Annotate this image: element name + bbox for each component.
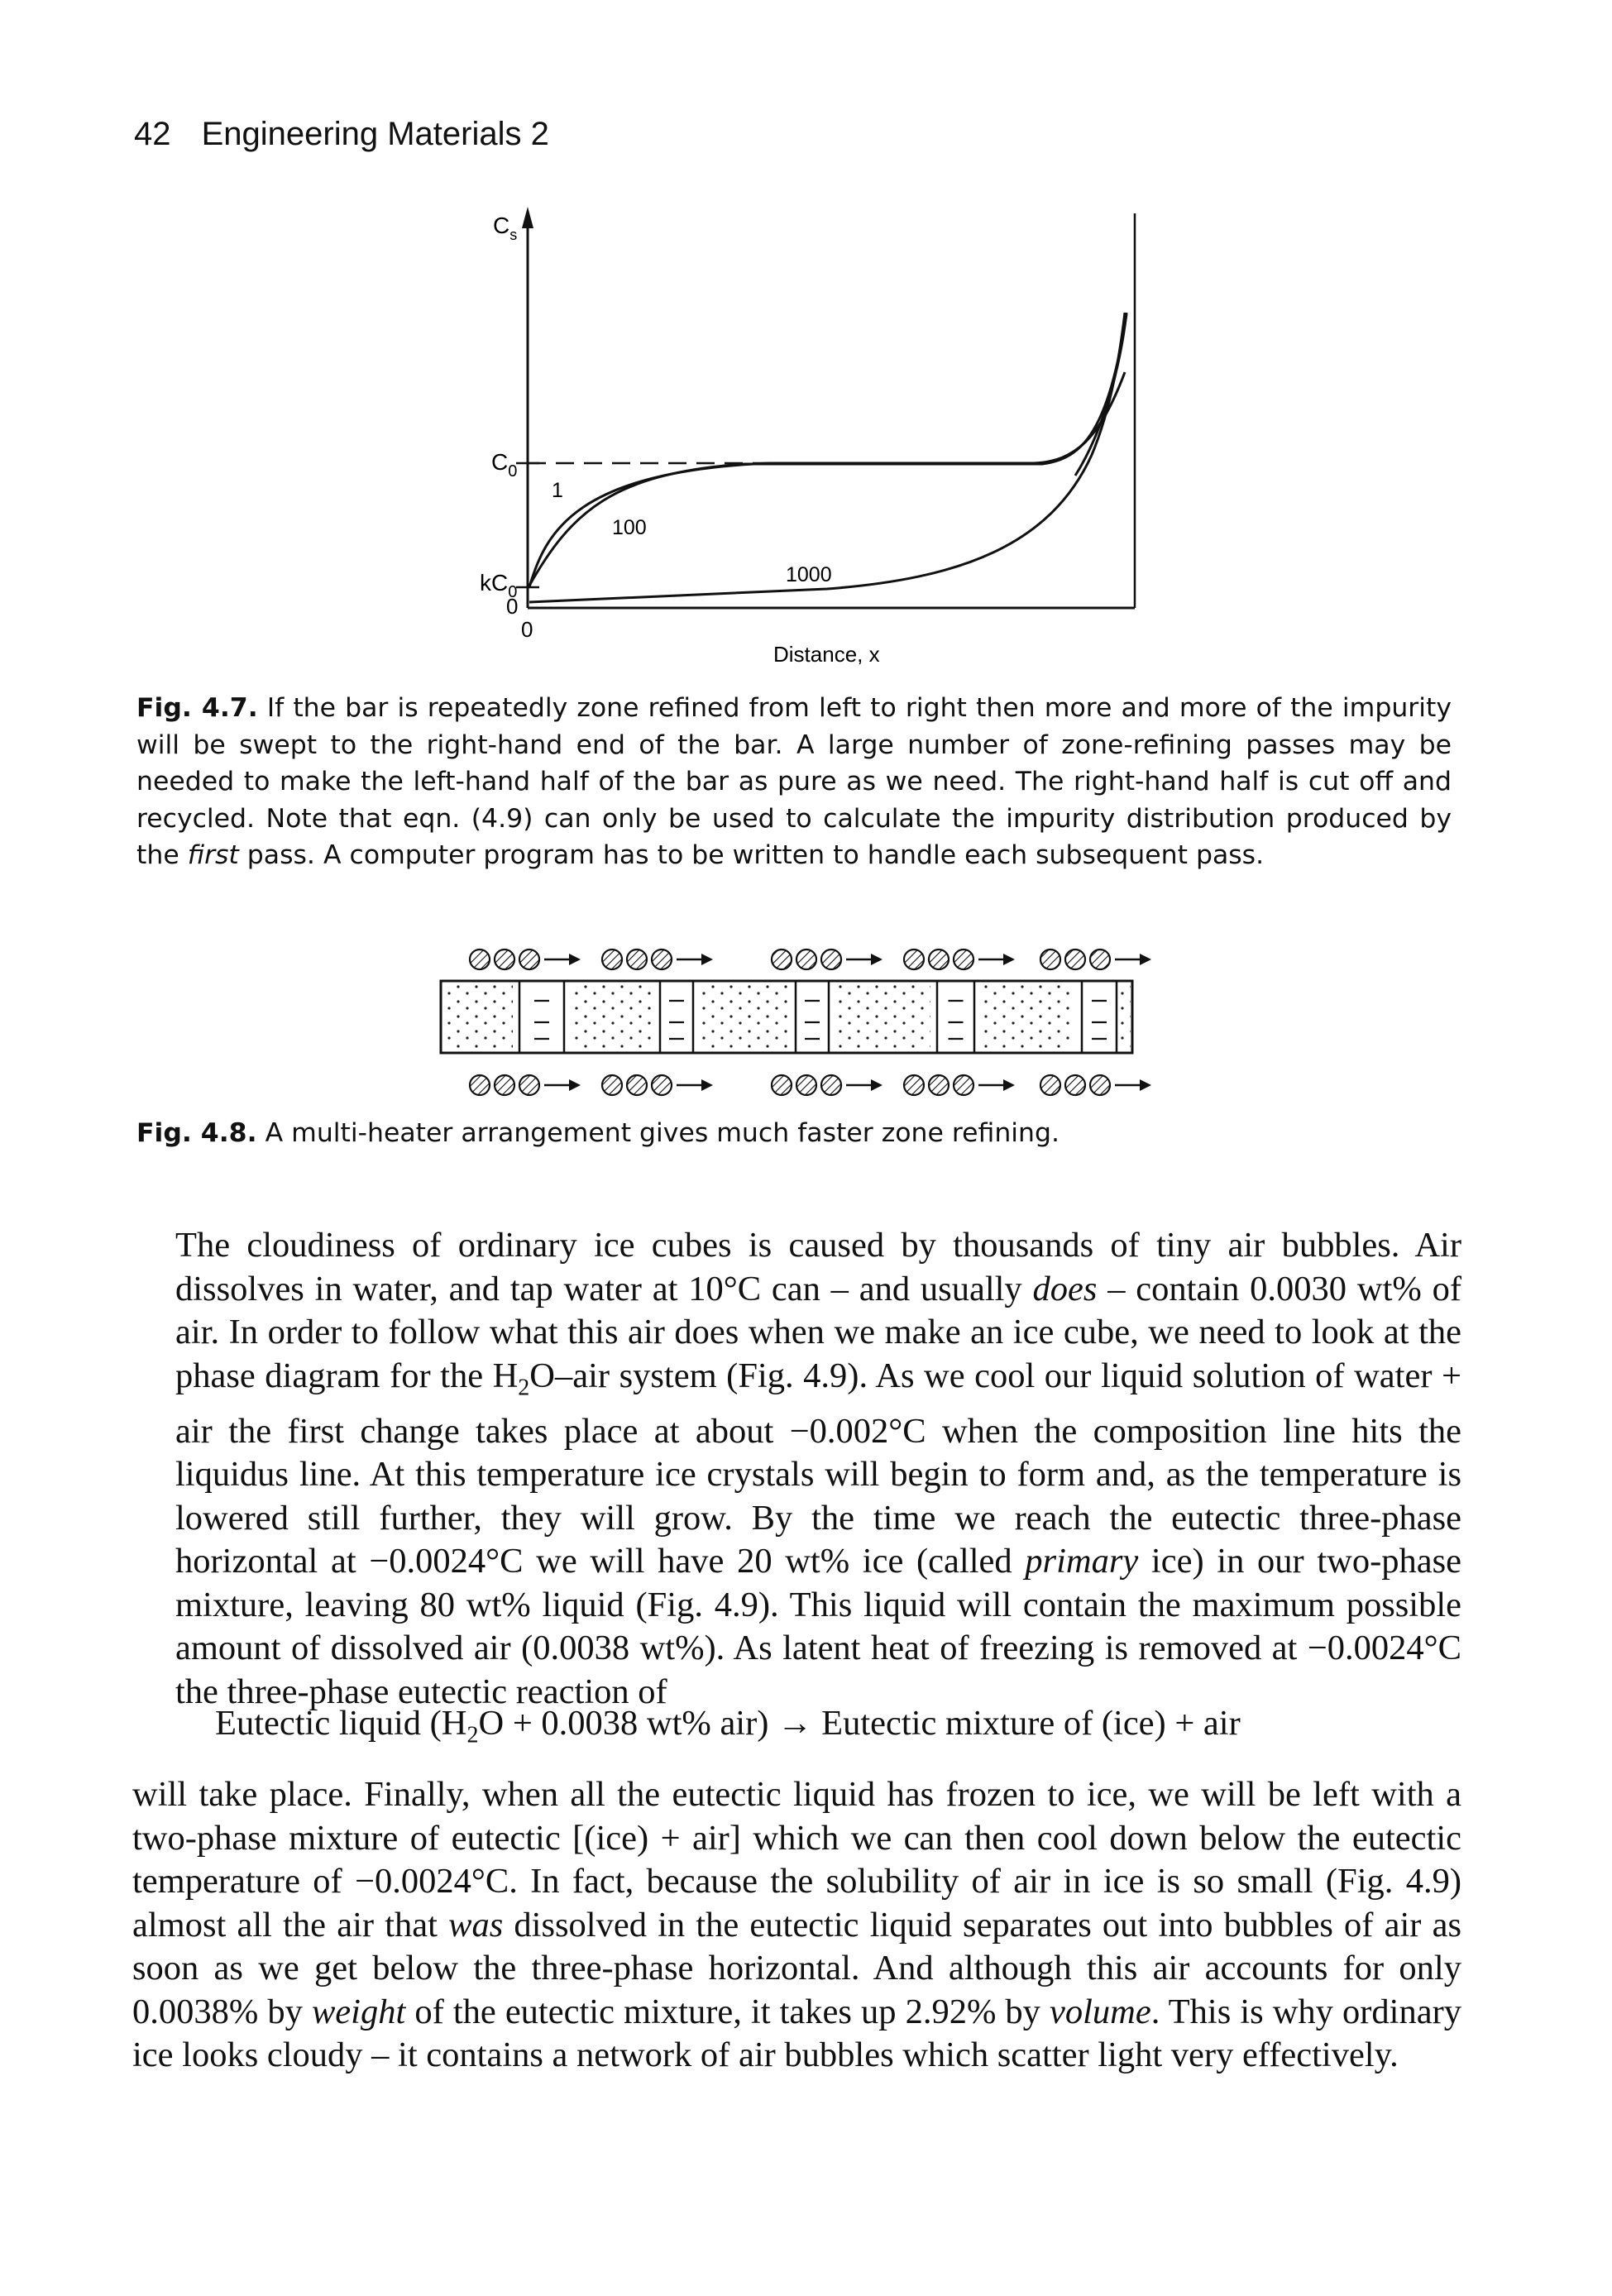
- heater-coil: [650, 948, 673, 971]
- solid-zone: [980, 983, 1075, 1050]
- solid-zone: [442, 983, 513, 1050]
- curve-pass-1: [528, 371, 1126, 588]
- heater-group: [902, 1074, 1015, 1097]
- heater-coil: [1088, 948, 1112, 971]
- heater-coil: [600, 948, 624, 971]
- eutectic-equation: Eutectic liquid (H2O + 0.0038 wt% air) →…: [215, 1704, 1241, 1748]
- arrow-head: [1140, 1079, 1151, 1091]
- book-title: Engineering Materials 2: [201, 116, 549, 152]
- heater-coil: [518, 1074, 541, 1097]
- page-number: 42: [134, 116, 171, 152]
- caption-label: Fig. 4.7.: [136, 693, 258, 723]
- molten-zone: [658, 981, 695, 1053]
- heater-group: [770, 1074, 883, 1097]
- heater-coil: [493, 948, 516, 971]
- zone-refining-plot: Cs C0 kC0 0 0 1 100 1000 Distance, x: [480, 207, 1136, 667]
- heater-coil: [902, 1074, 926, 1097]
- molten-zone: [794, 981, 830, 1053]
- heater-coil: [770, 948, 793, 971]
- arrow-head: [871, 1079, 883, 1091]
- arrow-head: [701, 954, 713, 965]
- arrow-head: [569, 954, 581, 965]
- heater-coil: [518, 948, 541, 971]
- y-axis-label: Cs: [493, 213, 517, 243]
- heater-coil: [625, 948, 648, 971]
- heater-coil: [820, 948, 843, 971]
- heater-coil: [1064, 948, 1087, 971]
- y-tick-c0: C0: [491, 449, 517, 481]
- heater-coil: [1088, 1074, 1112, 1097]
- solid-zone: [835, 983, 930, 1050]
- curve-label-1: 1: [552, 479, 563, 502]
- molten-zone: [935, 981, 976, 1053]
- arrow-head: [871, 954, 883, 965]
- curve-pass-100: [528, 313, 1128, 586]
- heater-coil: [795, 948, 818, 971]
- heater-group: [600, 948, 713, 971]
- heater-coil: [795, 1074, 818, 1097]
- caption-label: Fig. 4.8.: [136, 1118, 257, 1148]
- heater-coil: [952, 1074, 975, 1097]
- arrow-head: [1003, 1079, 1015, 1091]
- heater-group: [1039, 1074, 1151, 1097]
- heater-group: [468, 948, 581, 971]
- heater-coil: [468, 1074, 491, 1097]
- curve-label-100: 100: [612, 516, 647, 539]
- y-tick-zero: 0: [506, 594, 518, 619]
- figure-4-7-caption: Fig. 4.7. If the bar is repeatedly zone …: [136, 693, 1452, 870]
- solid-zone: [699, 983, 790, 1050]
- heater-group: [902, 948, 1015, 971]
- y-tick-kc0: kC0: [480, 570, 517, 601]
- heater-coil: [902, 948, 926, 971]
- heater-coil: [1039, 1074, 1062, 1097]
- molten-zone: [1080, 981, 1118, 1053]
- heater-coil: [650, 1074, 673, 1097]
- curve-label-1000: 1000: [786, 563, 832, 586]
- heater-coil: [493, 1074, 516, 1097]
- arrow-head: [1003, 954, 1015, 965]
- y-axis-arrow: [522, 207, 533, 228]
- heater-coil: [927, 948, 950, 971]
- curve-pass-1000-rise: [1074, 312, 1128, 476]
- heater-coil: [770, 1074, 793, 1097]
- heater-coil: [1064, 1074, 1087, 1097]
- heater-coil: [952, 948, 975, 971]
- figure-4-8-caption: Fig. 4.8. A multi-heater arrangement giv…: [136, 1118, 1060, 1148]
- curve-pass-1000: [529, 312, 1126, 604]
- arrow-head: [701, 1079, 713, 1091]
- x-axis-label: Distance, x: [773, 642, 880, 667]
- heater-coil: [820, 1074, 843, 1097]
- heater-group: [770, 948, 883, 971]
- heater-coil: [927, 1074, 950, 1097]
- heater-row-bottom: [468, 1074, 1151, 1097]
- heater-coil: [625, 1074, 648, 1097]
- figures-svg: Cs C0 kC0 0 0 1 100 1000 Distance, x: [439, 207, 1151, 1097]
- arrow-head: [569, 1079, 581, 1091]
- bar-zones: [442, 981, 1131, 1053]
- heater-group: [1039, 948, 1151, 971]
- running-header: 42 Engineering Materials 2: [134, 116, 549, 153]
- body-paragraph-1: The cloudiness of ordinary ice cubes is …: [175, 1226, 1461, 1711]
- heater-group: [600, 1074, 713, 1097]
- molten-zone: [518, 981, 566, 1053]
- heater-coil: [600, 1074, 624, 1097]
- heater-coil: [468, 948, 491, 971]
- solid-zone: [571, 983, 652, 1050]
- multi-heater-diagram: [439, 948, 1151, 1097]
- body-paragraph-2: will take place. Finally, when all the e…: [132, 1775, 1461, 2074]
- heater-coil: [1039, 948, 1062, 971]
- heater-group: [468, 1074, 581, 1097]
- arrow-head: [1140, 954, 1151, 965]
- solid-zone: [1121, 983, 1131, 1050]
- x-tick-zero: 0: [521, 617, 533, 642]
- heater-row-top: [468, 948, 1151, 971]
